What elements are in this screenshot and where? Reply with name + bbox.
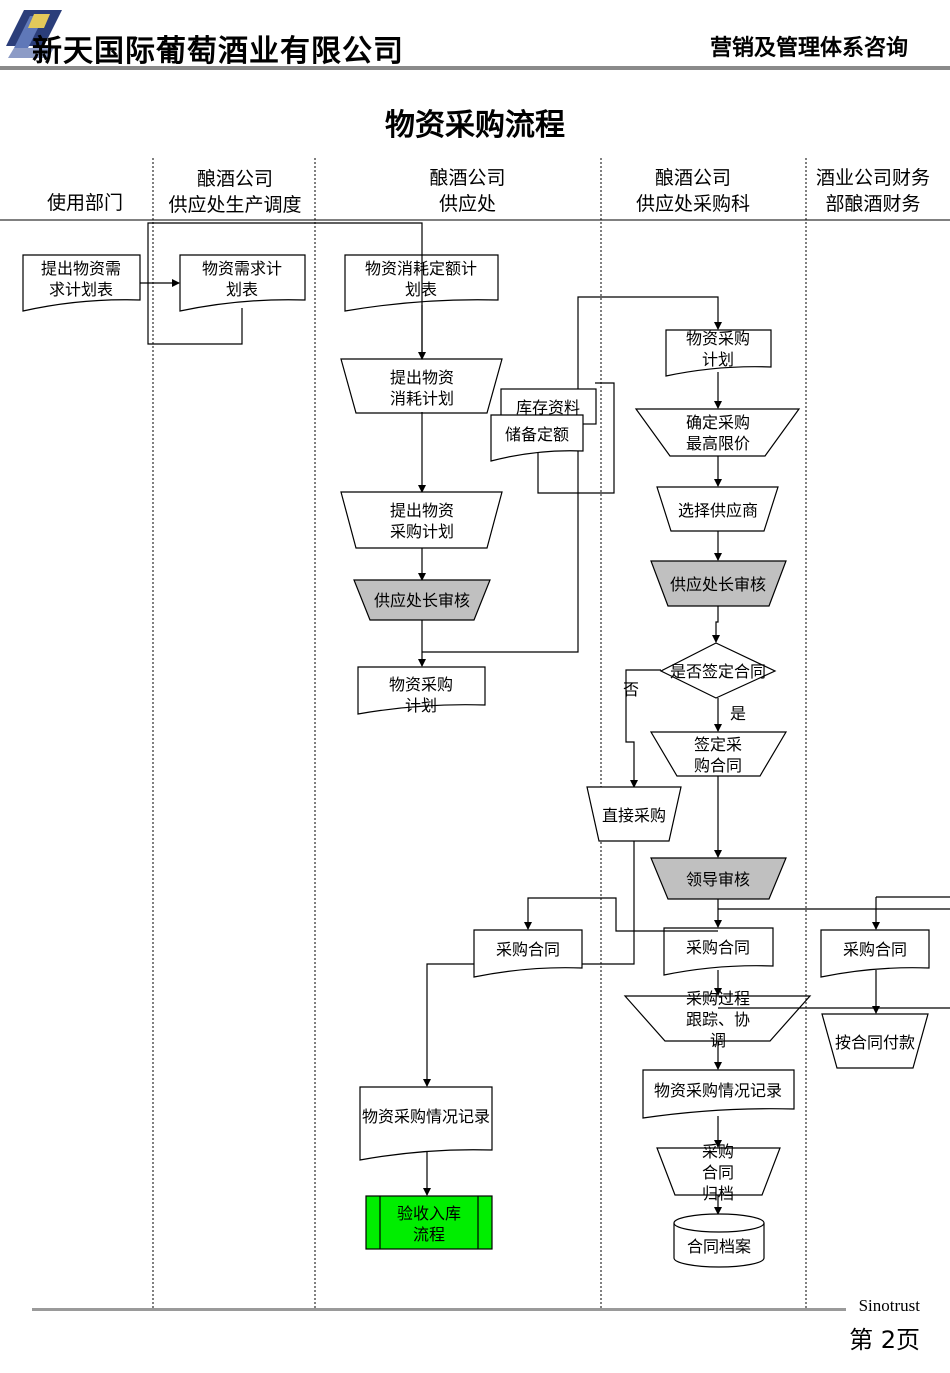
doc-shape-n10 [665, 329, 772, 377]
node-text: 物资采购 [686, 329, 750, 348]
doc-shape-n18 [473, 929, 583, 978]
node-text: 采购过程 [686, 989, 750, 1008]
node-text: 划表 [405, 280, 437, 299]
node-text: 直接采购 [602, 806, 666, 825]
node-text: 物资需求计 [202, 259, 282, 278]
doc-shape-n24 [359, 1086, 493, 1161]
doc-shape-n20 [820, 929, 930, 978]
node-text: 供应处长审核 [670, 575, 766, 594]
database-n26 [673, 1223, 765, 1268]
node-text: 物资采购情况记录 [654, 1081, 782, 1100]
doc-shape-n1 [22, 254, 141, 312]
node-text: 跟踪、协 [686, 1010, 750, 1029]
node-text: 采购 [702, 1142, 734, 1161]
doc-shape-n2 [179, 254, 306, 312]
doc-shape-n19 [663, 927, 774, 976]
node-text: 供应处长审核 [374, 591, 470, 610]
company-logo [4, 8, 66, 64]
company-name: 新天国际葡萄酒业有限公司 [32, 34, 404, 69]
trapezoid-n11 [634, 408, 801, 457]
node-text: 提出物资 [390, 501, 454, 520]
column-header-scheduling: 酿酒公司 供应处生产调度 [168, 168, 302, 216]
node-text: 购合同 [694, 756, 742, 775]
trapezoid-n12 [656, 486, 779, 532]
trapezoid-n25 [656, 1147, 781, 1196]
node-text: 是否签定合同 [670, 662, 766, 681]
node-text: 提出物资 [390, 368, 454, 387]
trapezoid-n16 [586, 786, 682, 842]
trapezoid-n21 [623, 995, 812, 1042]
page-title: 物资采购流程 [385, 108, 565, 143]
column-header-user-dept: 使用部门 [46, 192, 123, 214]
node-text: 最高限价 [686, 434, 750, 453]
flowchart-nodes: 提出物资需 求计划表 物资需求计 划表 物资消耗定额计 划表 提出物资 消耗计划… [22, 254, 930, 1268]
trapezoid-n15 [649, 731, 788, 777]
connectors [140, 222, 950, 1215]
node-text: 求计划表 [49, 280, 113, 299]
trapezoid-n22 [821, 1013, 929, 1069]
trapezoid-n7 [340, 491, 503, 549]
node-text: 归档 [702, 1184, 734, 1203]
doc-shape-n6 [490, 414, 584, 462]
review-shape-n13 [650, 560, 787, 607]
node-text: 确定采购 [686, 413, 750, 432]
node-text: 物资采购情况记录 [362, 1107, 490, 1126]
column-header-supply: 酿酒公司 供应处 [429, 167, 506, 215]
node-text: 消耗计划 [390, 389, 454, 408]
node-text: 选择供应商 [678, 501, 758, 520]
node-text: 签定采 [694, 735, 742, 754]
node-text: 库存资料 [516, 398, 580, 417]
node-text: 合同 [702, 1163, 734, 1182]
node-text: 合同档案 [687, 1237, 751, 1256]
node-text: 采购合同 [686, 938, 750, 957]
no-label: 否 [623, 680, 639, 699]
node-text: 采购合同 [843, 940, 907, 959]
review-shape-n8 [353, 579, 491, 621]
doc-shape-n23 [642, 1069, 795, 1119]
process-n27 [365, 1195, 493, 1250]
footer-rule [32, 1308, 846, 1311]
node-text: 划表 [226, 280, 258, 299]
node-text: 物资采购 [389, 675, 453, 694]
node-text: 采购合同 [496, 940, 560, 959]
doc-shape-n9 [357, 666, 486, 715]
header-subtitle: 营销及管理体系咨询 [709, 36, 908, 61]
node-text: 验收入库 [397, 1204, 461, 1223]
node-text: 计划 [405, 696, 437, 715]
node-text: 流程 [413, 1225, 445, 1244]
review-shape-n17 [650, 857, 787, 900]
decision-n14 [659, 642, 777, 699]
yes-label: 是 [730, 704, 746, 723]
swimlane-grid [0, 158, 950, 1308]
node-text: 提出物资需 [41, 259, 121, 278]
page-number: 第 2页 [849, 1326, 920, 1354]
node-text: 物资消耗定额计 [365, 259, 477, 278]
column-header-purchasing: 酿酒公司 供应处采购科 [635, 167, 750, 215]
node-text: 采购计划 [390, 522, 454, 541]
trapezoid-n4 [340, 358, 503, 414]
node-text: 计划 [702, 350, 734, 369]
node-text: 储备定额 [505, 425, 569, 444]
footer-brand: Sinotrust [858, 1296, 920, 1315]
node-text: 调 [710, 1031, 726, 1050]
database-top [673, 1213, 765, 1233]
doc-shape-n3 [344, 254, 499, 312]
node-text: 按合同付款 [835, 1033, 915, 1052]
node-text: 领导审核 [686, 870, 750, 889]
logo-icon [6, 10, 62, 58]
column-header-finance: 酒业公司财务 部酿酒财务 [815, 167, 930, 215]
header-rule [0, 66, 950, 70]
